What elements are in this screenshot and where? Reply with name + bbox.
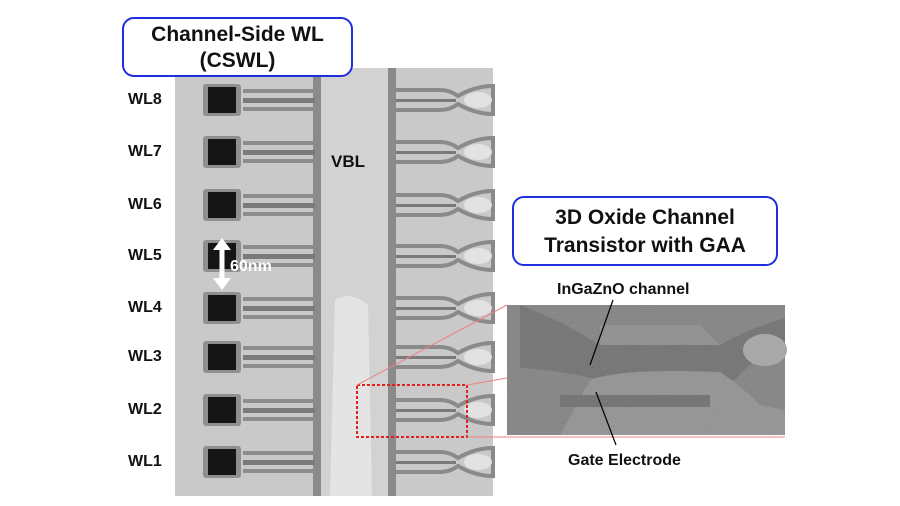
right-finger: [396, 239, 495, 273]
vbl-label: VBL: [331, 152, 365, 171]
channel-finger: [243, 408, 315, 413]
cswl-callout: Channel-Side WL (CSWL): [122, 17, 353, 77]
right-channel: [396, 356, 456, 359]
zoom-line-top: [356, 304, 508, 386]
channel-finger: [243, 159, 315, 163]
right-finger: [396, 340, 495, 374]
right-cavity: [464, 92, 492, 108]
vbl-liner-right: [388, 68, 396, 496]
right-cavity: [464, 248, 492, 264]
channel-finger: [243, 212, 315, 216]
gate-pointer: [595, 391, 617, 446]
right-channel: [396, 151, 456, 154]
right-cavity: [464, 349, 492, 365]
channel-finger: [243, 346, 315, 350]
right-channel: [396, 461, 456, 464]
channel-finger: [243, 451, 315, 455]
inset-image: [507, 305, 787, 435]
channel-label: InGaZnO channel: [557, 281, 690, 298]
gaa-callout-line2: Transistor with GAA: [544, 234, 746, 257]
channel-finger: [243, 98, 315, 103]
right-channel: [396, 99, 456, 102]
wl-contact-core: [208, 397, 236, 423]
right-cavity: [464, 144, 492, 160]
scale-label: 60nm: [230, 258, 272, 275]
callout-title-line2: (CSWL): [199, 49, 276, 72]
channel-finger: [243, 355, 315, 360]
gaa-callout-line1: 3D Oxide Channel: [555, 206, 735, 229]
channel-finger: [243, 194, 315, 198]
channel-finger: [243, 399, 315, 403]
channel-finger: [243, 203, 315, 208]
right-cavity: [464, 454, 492, 470]
wl-contact-core: [208, 192, 236, 218]
right-channel: [396, 255, 456, 258]
wl-label: WL1: [128, 453, 162, 470]
wl-label: WL5: [128, 247, 162, 264]
right-finger: [396, 393, 495, 427]
wl-label: WL8: [128, 91, 162, 108]
right-cavity: [464, 197, 492, 213]
channel-finger: [243, 417, 315, 421]
channel-finger: [243, 306, 315, 311]
right-finger: [396, 188, 495, 222]
wl-label: WL4: [128, 299, 162, 316]
channel-finger: [243, 460, 315, 465]
wl-label: WL6: [128, 196, 162, 213]
tem-image: [175, 68, 495, 496]
wl-label: WL3: [128, 348, 162, 365]
wl-label: WL7: [128, 143, 162, 160]
wl-contact-core: [208, 295, 236, 321]
wl-contact-core: [208, 449, 236, 475]
right-channel: [396, 204, 456, 207]
callout-title-line1: Channel-Side WL: [151, 23, 324, 46]
wl-contact-core: [208, 344, 236, 370]
channel-finger: [243, 297, 315, 301]
wl-contact-core: [208, 139, 236, 165]
channel-finger: [243, 89, 315, 93]
zoom-region-box: [356, 384, 468, 438]
scale-arrow-icon: [213, 238, 231, 290]
channel-finger: [243, 245, 315, 249]
channel-finger: [243, 141, 315, 145]
wl-contact-core: [208, 87, 236, 113]
channel-finger: [243, 254, 315, 259]
gaa-callout: 3D Oxide Channel Transistor with GAA: [512, 196, 778, 266]
channel-finger: [243, 364, 315, 368]
right-finger: [396, 445, 495, 479]
channel-finger: [243, 150, 315, 155]
channel-finger: [243, 469, 315, 473]
wl-label: WL2: [128, 401, 162, 418]
channel-finger: [243, 107, 315, 111]
right-cavity: [464, 300, 492, 316]
right-finger: [396, 291, 495, 325]
right-finger: [396, 135, 495, 169]
gate-label: Gate Electrode: [568, 452, 681, 469]
right-cavity: [464, 402, 492, 418]
right-channel: [396, 307, 456, 310]
vbl-liner-left: [313, 68, 321, 496]
channel-finger: [243, 263, 315, 267]
channel-finger: [243, 315, 315, 319]
right-finger: [396, 83, 495, 117]
channel-pointer: [589, 299, 614, 366]
right-channel: [396, 409, 456, 412]
